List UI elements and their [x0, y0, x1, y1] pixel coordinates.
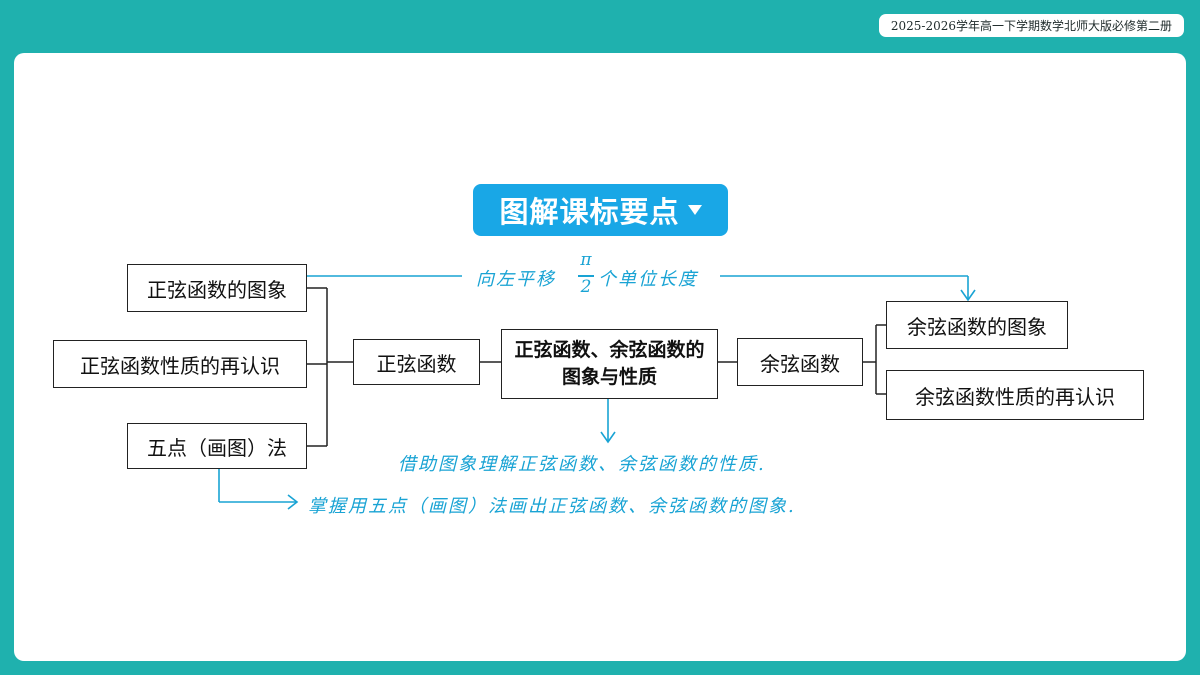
- shift-fraction-numerator: π: [580, 250, 592, 270]
- node-sine-graph: 正弦函数的图象: [127, 264, 307, 312]
- note-properties: 借助图象理解正弦函数、余弦函数的性质.: [398, 454, 766, 475]
- section-title: 图解课标要点: [499, 195, 680, 229]
- course-banner: 2025-2026学年高一下学期数学北师大版必修第二册: [878, 14, 1184, 37]
- shift-fraction-denominator: 2: [580, 277, 592, 297]
- node-center-topic: 正弦函数、余弦函数的图象与性质: [501, 329, 718, 399]
- node-cosine-properties: 余弦函数性质的再认识: [886, 370, 1144, 420]
- section-title-badge: 图解课标要点: [473, 184, 728, 236]
- caret-down-icon: [687, 205, 702, 215]
- shift-note-before: 向左平移: [476, 269, 556, 290]
- fraction-bar: [578, 275, 594, 277]
- note-five-point: 掌握用五点（画图）法画出正弦函数、余弦函数的图象.: [308, 496, 796, 517]
- node-sine-properties: 正弦函数性质的再认识: [53, 340, 307, 388]
- node-cosine-function: 余弦函数: [737, 338, 863, 386]
- node-cosine-graph: 余弦函数的图象: [886, 301, 1068, 349]
- shift-note-after: 个单位长度: [598, 269, 698, 290]
- node-sine-function: 正弦函数: [353, 339, 480, 385]
- node-five-point-method: 五点（画图）法: [127, 423, 307, 469]
